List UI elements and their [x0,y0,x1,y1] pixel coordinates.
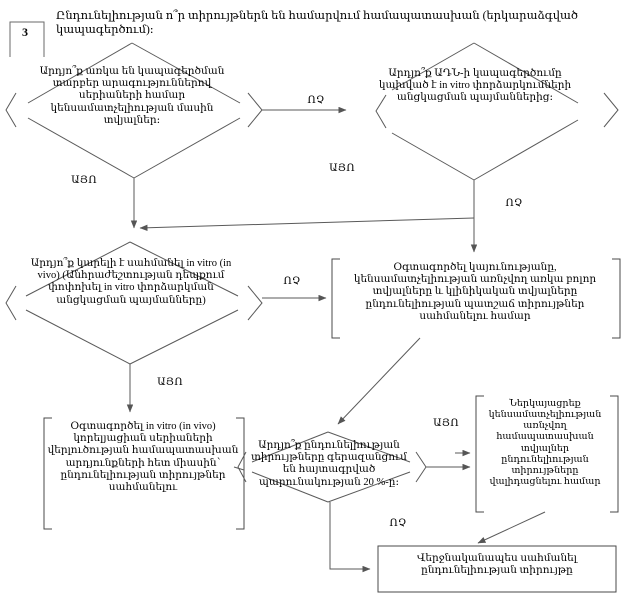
decision-node-4-label: Արդյո՞ք ընդունելիության տիրույթները գերա… [251,440,407,488]
decision-node-3-label: Արդյո՞ք կարելի է սահմանել in vitro (in v… [30,258,232,306]
edge-label-yes-4: ԱՅՈ [433,418,459,429]
edge-label-no-1: ՈՉ [307,95,325,106]
decision-2-shape [375,42,619,181]
edge-label-yes-1: ԱՅՈ [71,175,97,186]
process-node-1-label: Օգտագործել կայունությանը, կենսամատչելիու… [353,262,597,322]
process-node-3-label: Ներկայացրեք կենսամատչելիության առնչվող հ… [488,398,602,487]
edge-process3-to-process4 [477,511,546,544]
edge-label-yes-2: ԱՅՈ [329,163,355,174]
edge-label-yes-3: ԱՅՈ [157,377,183,388]
step-number-label: 3 [22,25,28,39]
edge-label-no-3: ՈՉ [283,276,301,287]
edge-process1-to-decision4 [337,337,421,425]
decision-node-1-label: Արդյո՞ք առկա են կապագերծման տարբեր արագո… [39,66,225,126]
decision-node-2-label: Արդյո՞ք ԱԴՆ-ի կապագերծումը կախված է in v… [378,68,572,104]
process-node-4-label: Վերջնականապես սահմանել ընդունելիության տ… [417,553,577,577]
edge-label-no-4: ՈՉ [389,518,407,529]
edge-yes-2 [139,217,475,231]
edge-no-4 [329,502,371,573]
edge-label-no-2: ՈՉ [505,198,523,209]
process-node-2-label: Օգտագործել in vitro (in vivo) կորելյացիա… [47,421,239,493]
page-title: Ընդունելիության ո՞ր տիրույթներն են համար… [56,10,578,36]
